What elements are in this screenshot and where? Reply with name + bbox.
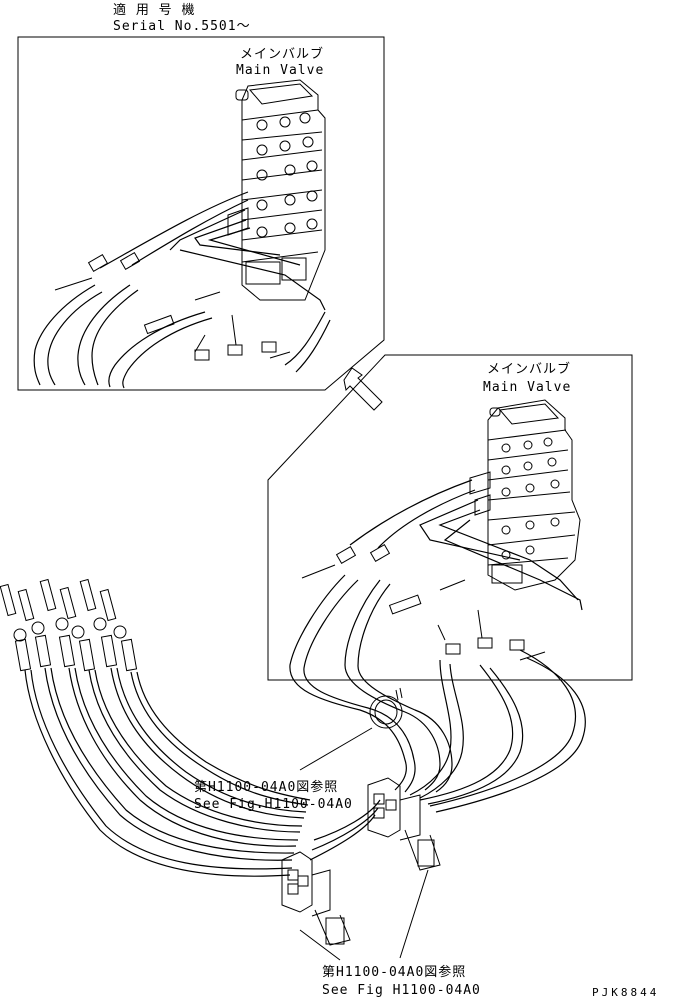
lower-clamp [281,851,351,946]
reference-leaders [299,727,429,961]
main-hoses [289,479,586,813]
inset-frame [17,36,385,391]
left-hose-bundle [0,578,381,877]
inset-valve-label-jp: メインバルブ [240,47,325,62]
inset-valve-label-en: Main Valve [236,63,325,78]
main-valve-label-en: Main Valve [483,380,572,395]
figure-reference-upper-en: See Fig.H1100-04A0 [194,797,353,812]
figure-reference-lower-jp: 第H1100-04A0図参照 [322,965,467,980]
inset-main-valve [227,79,326,301]
main-valve-label-jp: メインバルブ [487,362,572,377]
main-frame [267,354,633,681]
applicable-models-label: 適 用 号 機 [113,3,196,18]
figure-reference-upper-jp: 第H1100-04A0図参照 [194,780,339,795]
main-valve [469,399,581,591]
reference-arrow [343,367,383,411]
drawing-code: PJK8844 [592,986,660,999]
upper-clamp [367,777,441,871]
figure-reference-lower-en: See Fig H1100-04A0 [322,983,481,998]
hose-clamp [369,687,403,729]
serial-number-label: Serial No.5501～ [113,19,251,34]
inset-hoses [33,191,331,389]
